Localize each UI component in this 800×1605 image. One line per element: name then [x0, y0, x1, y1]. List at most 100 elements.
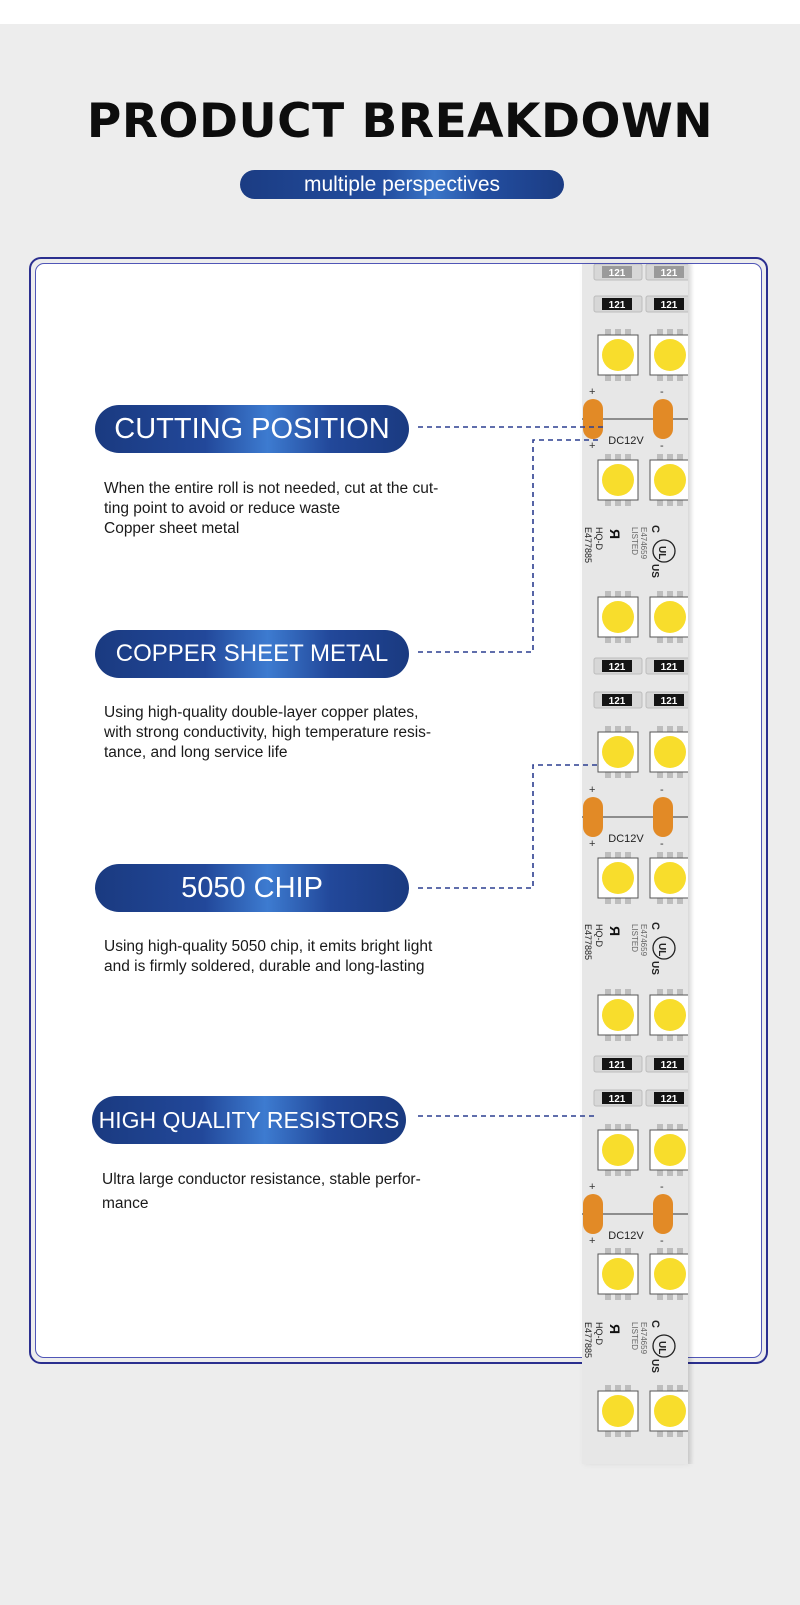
- ul-logo: [652, 539, 676, 563]
- chip-lead: [615, 498, 621, 506]
- feature-description-5050-chip: Using high-quality 5050 chip, it emits b…: [104, 938, 433, 975]
- chip-lead: [625, 1168, 631, 1176]
- resistor-code: 121: [609, 662, 626, 673]
- chip-lead: [677, 1429, 683, 1437]
- resistor: [602, 1058, 632, 1070]
- chip-lead: [625, 1248, 631, 1256]
- plus-sign: +: [589, 386, 595, 398]
- cert-c: C: [649, 525, 661, 533]
- led-emitter: [602, 1134, 634, 1166]
- listing-number: E474659: [639, 527, 648, 560]
- chip-lead: [615, 896, 621, 904]
- chip-lead: [625, 1385, 631, 1393]
- chip-lead: [605, 1248, 611, 1256]
- voltage-label: DC12V: [608, 1230, 644, 1242]
- chip-lead: [625, 454, 631, 462]
- breakdown-panel-border: [29, 257, 768, 1364]
- chip-lead: [667, 896, 673, 904]
- chip-lead: [677, 989, 683, 997]
- led-emitter: [602, 1258, 634, 1290]
- chip-lead: [657, 591, 663, 599]
- feature-description-copper-sheet-metal: Using high-quality double-layer copper p…: [104, 704, 432, 761]
- plus-sign: +: [589, 440, 595, 452]
- chip-lead: [667, 329, 673, 337]
- copper-pad: [583, 797, 603, 837]
- resistor: [602, 298, 632, 310]
- resistor-code: 121: [609, 696, 626, 707]
- chip-lead: [677, 454, 683, 462]
- resistor: [602, 1092, 632, 1104]
- chip-lead: [605, 852, 611, 860]
- resistor: [654, 1058, 684, 1070]
- chip-lead: [605, 635, 611, 643]
- chip-lead: [657, 1385, 663, 1393]
- resistor-code: 121: [609, 1060, 626, 1071]
- cert-c: C: [649, 922, 661, 930]
- ul-logo: [652, 1334, 676, 1358]
- resistor-code: 121: [661, 1060, 678, 1071]
- chip-lead: [677, 373, 683, 381]
- minus-sign: -: [660, 1181, 664, 1193]
- chip-lead: [677, 1124, 683, 1132]
- resistor-code: 121: [661, 1094, 678, 1105]
- led-emitter: [654, 862, 686, 894]
- chip-lead: [657, 726, 663, 734]
- ul-logo-text: UL: [656, 1341, 667, 1354]
- chip-lead: [667, 498, 673, 506]
- chip-lead: [615, 635, 621, 643]
- chip-lead: [667, 1292, 673, 1300]
- ur-mark: Я: [607, 926, 623, 936]
- chip-lead: [667, 989, 673, 997]
- chip-lead: [615, 373, 621, 381]
- chip-lead: [625, 989, 631, 997]
- chip-lead: [667, 726, 673, 734]
- chip-lead: [657, 1429, 663, 1437]
- feature-label-copper-sheet-metal: COPPER SHEET METAL: [95, 630, 409, 678]
- maker-code: HQ-D: [594, 1322, 604, 1345]
- minus-sign: -: [660, 440, 664, 452]
- callout-line-chip: [418, 764, 598, 889]
- chip-lead: [605, 1033, 611, 1041]
- led-emitter: [654, 1134, 686, 1166]
- chip-lead: [657, 454, 663, 462]
- led-emitter: [654, 1258, 686, 1290]
- led-emitter: [654, 339, 686, 371]
- resistor: [654, 694, 684, 706]
- listed-text: LISTED: [630, 1322, 639, 1350]
- chip-lead: [615, 1248, 621, 1256]
- chip-lead: [657, 896, 663, 904]
- chip-lead: [605, 1124, 611, 1132]
- led-emitter: [654, 601, 686, 633]
- chip-lead: [605, 770, 611, 778]
- chip-lead: [625, 852, 631, 860]
- led-emitter: [654, 464, 686, 496]
- led-emitter: [654, 999, 686, 1031]
- feature-label-high-quality-resistors: HIGH QUALITY RESISTORS: [92, 1096, 406, 1144]
- chip-lead: [605, 498, 611, 506]
- chip-lead: [625, 373, 631, 381]
- chip-lead: [625, 329, 631, 337]
- led-emitter: [602, 862, 634, 894]
- chip-lead: [677, 1248, 683, 1256]
- copper-pad: [653, 797, 673, 837]
- chip-lead: [657, 770, 663, 778]
- chip-lead: [605, 373, 611, 381]
- chip-lead: [615, 852, 621, 860]
- voltage-label: DC12V: [608, 833, 644, 845]
- chip-lead: [667, 1168, 673, 1176]
- resistor-code: 121: [661, 696, 678, 707]
- voltage-label: DC12V: [608, 435, 644, 447]
- file-number: E477885: [583, 924, 593, 960]
- chip-lead: [667, 1429, 673, 1437]
- chip-lead: [667, 635, 673, 643]
- file-number: E477885: [583, 1322, 593, 1358]
- chip-lead: [657, 989, 663, 997]
- led-emitter: [602, 1395, 634, 1427]
- maker-code: HQ-D: [594, 924, 604, 947]
- plus-sign: +: [589, 784, 595, 796]
- resistor: [602, 660, 632, 672]
- chip-lead: [657, 1292, 663, 1300]
- chip-lead: [615, 770, 621, 778]
- subtitle-badge: multiple perspectives: [240, 170, 564, 199]
